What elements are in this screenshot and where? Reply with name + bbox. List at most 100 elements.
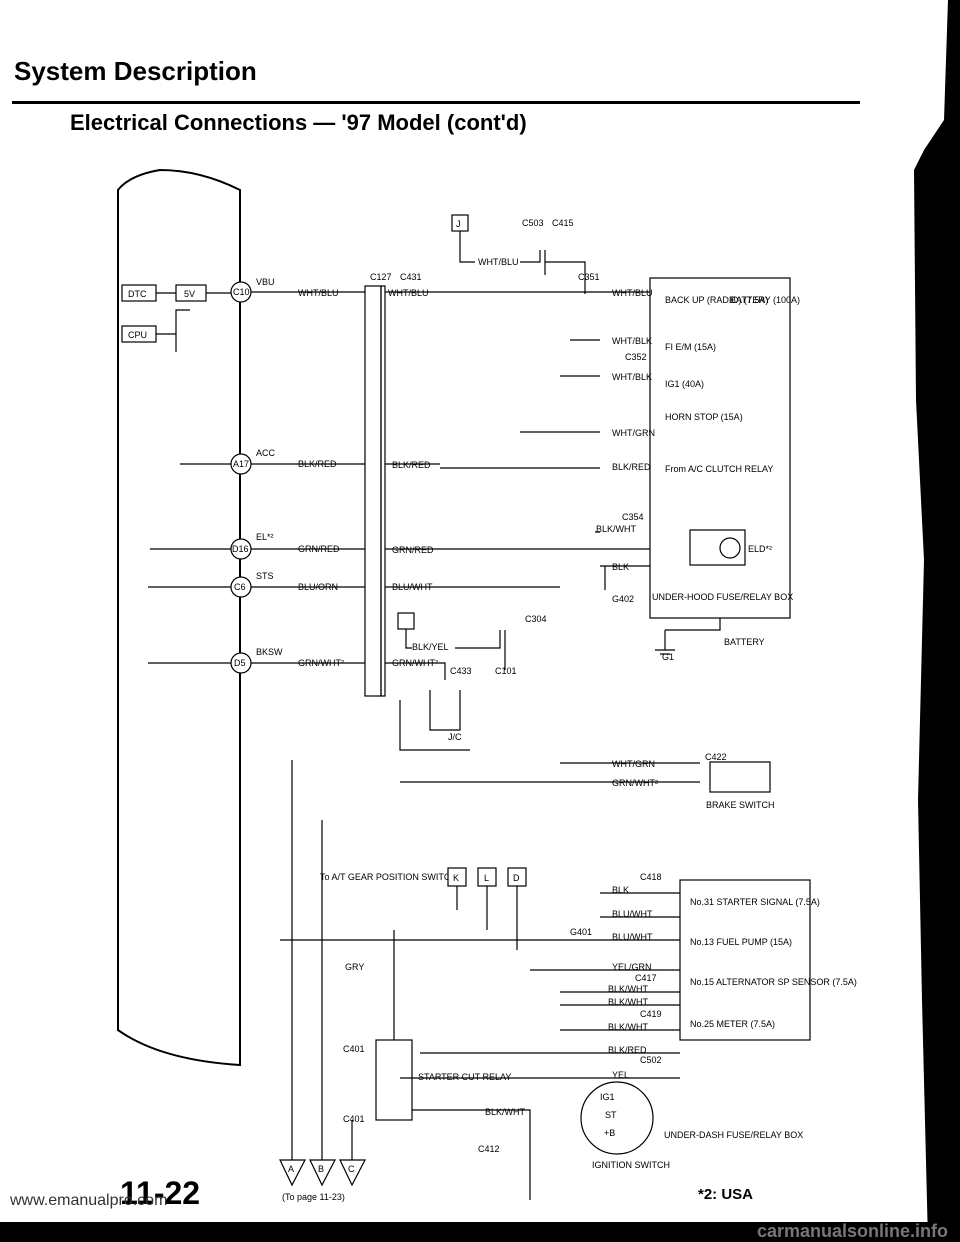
- svg-text:BKSW: BKSW: [256, 647, 283, 657]
- svg-text:C401: C401: [343, 1044, 365, 1054]
- ecm-pin-d16: D16 EL*² GRN/RED: [230, 532, 340, 560]
- svg-text:C433: C433: [450, 666, 472, 676]
- svg-text:GRN/RED: GRN/RED: [392, 545, 434, 555]
- svg-text:+B: +B: [604, 1128, 615, 1138]
- svg-text:VBU: VBU: [256, 277, 275, 287]
- svg-text:K: K: [453, 873, 459, 883]
- page-edge-tab: [914, 0, 960, 1242]
- svg-text:GRY: GRY: [345, 962, 364, 972]
- svg-text:C503: C503: [522, 218, 544, 228]
- footnote: *2: USA: [698, 1186, 754, 1203]
- svg-text:BLU/WHT: BLU/WHT: [612, 909, 653, 919]
- svg-text:BLK/RED: BLK/RED: [608, 1045, 647, 1055]
- svg-text:C354: C354: [622, 512, 644, 522]
- svg-text:BLK/WHT: BLK/WHT: [485, 1107, 526, 1117]
- svg-text:C422: C422: [705, 752, 727, 762]
- svg-text:BLK/RED: BLK/RED: [612, 462, 651, 472]
- svg-text:C412: C412: [478, 1144, 500, 1154]
- svg-text:G401: G401: [570, 927, 592, 937]
- svg-text:C415: C415: [552, 218, 574, 228]
- svg-text:BLK: BLK: [612, 562, 629, 572]
- svg-text:FI E/M (15A): FI E/M (15A): [665, 342, 716, 352]
- svg-text:G402: G402: [612, 594, 634, 604]
- svg-text:C419: C419: [640, 1009, 662, 1019]
- svg-text:BLK/WHT: BLK/WHT: [608, 984, 649, 994]
- svg-text:WHT/GRN: WHT/GRN: [612, 759, 655, 769]
- svg-text:C502: C502: [640, 1055, 662, 1065]
- svg-text:J: J: [456, 219, 461, 229]
- svg-text:WHT/GRN: WHT/GRN: [612, 428, 655, 438]
- ecm-pin-c10: C10 VBU WHT/BLU: [230, 277, 339, 303]
- svg-text:From A/C CLUTCH RELAY: From A/C CLUTCH RELAY: [665, 464, 773, 474]
- svg-text:EL*²: EL*²: [256, 532, 274, 542]
- svg-text:IG1: IG1: [600, 1092, 615, 1102]
- svg-text:C418: C418: [640, 872, 662, 882]
- svg-text:ACC: ACC: [256, 448, 276, 458]
- svg-text:UNDER-HOOD FUSE/RELAY BOX: UNDER-HOOD FUSE/RELAY BOX: [652, 592, 793, 602]
- svg-text:C351: C351: [578, 272, 600, 282]
- under-dash-fuse-box: [679, 879, 811, 1041]
- svg-text:C10: C10: [233, 287, 250, 297]
- svg-text:G1: G1: [662, 652, 674, 662]
- svg-text:A: A: [288, 1164, 294, 1174]
- svg-text:BACK UP (RADIO) (7.5A): BACK UP (RADIO) (7.5A): [665, 295, 768, 305]
- cpu-label: CPU: [128, 330, 147, 340]
- ecm-outline: [117, 168, 241, 1067]
- svg-text:B: B: [318, 1164, 324, 1174]
- bottom-bar: [0, 1222, 960, 1242]
- svg-text:No.31 STARTER SIGNAL (7.5A): No.31 STARTER SIGNAL (7.5A): [690, 897, 820, 907]
- svg-text:STARTER CUT RELAY: STARTER CUT RELAY: [418, 1072, 511, 1082]
- svg-text:YEL: YEL: [612, 1070, 629, 1080]
- svg-text:WHT/BLU: WHT/BLU: [298, 288, 339, 298]
- page-number: 11-22: [120, 1175, 201, 1211]
- svg-text:BLK/WHT: BLK/WHT: [608, 997, 649, 1007]
- page-title: System Description: [14, 56, 257, 86]
- svg-text:C6: C6: [234, 582, 246, 592]
- ecm-pin-a17: A17 ACC BLK/RED: [230, 448, 337, 475]
- svg-text:WHT/BLU: WHT/BLU: [388, 288, 429, 298]
- svg-text:BRAKE SWITCH: BRAKE SWITCH: [706, 800, 775, 810]
- svg-text:BATTERY: BATTERY: [724, 637, 765, 647]
- svg-text:BLK: BLK: [612, 885, 629, 895]
- svg-text:C101: C101: [495, 666, 517, 676]
- ecm-pin-d5: D5 BKSW GRN/WHT²: [230, 647, 344, 674]
- svg-text:No.25 METER (7.5A): No.25 METER (7.5A): [690, 1019, 775, 1029]
- svg-text:A17: A17: [233, 459, 249, 469]
- svg-text:GRN/WHT²: GRN/WHT²: [392, 658, 438, 668]
- svg-text:UNDER-DASH FUSE/RELAY BOX: UNDER-DASH FUSE/RELAY BOX: [664, 1130, 803, 1140]
- watermark-site[interactable]: www.emanualpro.com: [10, 1192, 168, 1209]
- svg-text:HORN STOP (15A): HORN STOP (15A): [665, 412, 743, 422]
- svg-text:J/C: J/C: [448, 732, 462, 742]
- svg-text:BLU/WHT: BLU/WHT: [612, 932, 653, 942]
- svg-text:No.13 FUEL PUMP (15A): No.13 FUEL PUMP (15A): [690, 937, 792, 947]
- svg-text:BLU/WHT: BLU/WHT: [392, 582, 433, 592]
- svg-text:ST: ST: [605, 1110, 617, 1120]
- svg-text:IGNITION SWITCH: IGNITION SWITCH: [592, 1160, 670, 1170]
- svg-text:BLK/RED: BLK/RED: [392, 460, 431, 470]
- svg-text:D: D: [513, 873, 520, 883]
- svg-text:BATTERY (100A): BATTERY (100A): [730, 295, 800, 305]
- footer-site[interactable]: carmanualsonline.info: [756, 1221, 948, 1241]
- section-subtitle: Electrical Connections — '97 Model (cont…: [70, 110, 527, 135]
- ecm-pin-c6: C6 STS BLU/ORN: [230, 571, 338, 598]
- svg-text:WHT/BLU: WHT/BLU: [478, 257, 519, 267]
- svg-text:WHT/BLU: WHT/BLU: [612, 288, 653, 298]
- svg-text:(To page 11-23): (To page 11-23): [282, 1192, 345, 1202]
- svg-text:C417: C417: [635, 973, 657, 983]
- svg-text:D16: D16: [232, 544, 249, 554]
- svg-text:L: L: [484, 873, 489, 883]
- svg-text:To A/T GEAR POSITION SWITCH: To A/T GEAR POSITION SWITCH: [320, 872, 457, 882]
- svg-text:YEL/GRN: YEL/GRN: [612, 962, 652, 972]
- svg-text:D5: D5: [234, 658, 246, 668]
- svg-text:BLK/YEL: BLK/YEL: [412, 642, 449, 652]
- five-volt-label: 5V: [184, 289, 195, 299]
- svg-text:BLK/WHT: BLK/WHT: [608, 1022, 649, 1032]
- svg-text:STS: STS: [256, 571, 274, 581]
- svg-text:C431: C431: [400, 272, 422, 282]
- svg-text:IG1 (40A): IG1 (40A): [665, 379, 704, 389]
- svg-text:ELD*²: ELD*²: [748, 544, 772, 554]
- svg-text:WHT/BLK: WHT/BLK: [612, 372, 652, 382]
- dtc-label: DTC: [128, 289, 147, 299]
- svg-text:C304: C304: [525, 614, 547, 624]
